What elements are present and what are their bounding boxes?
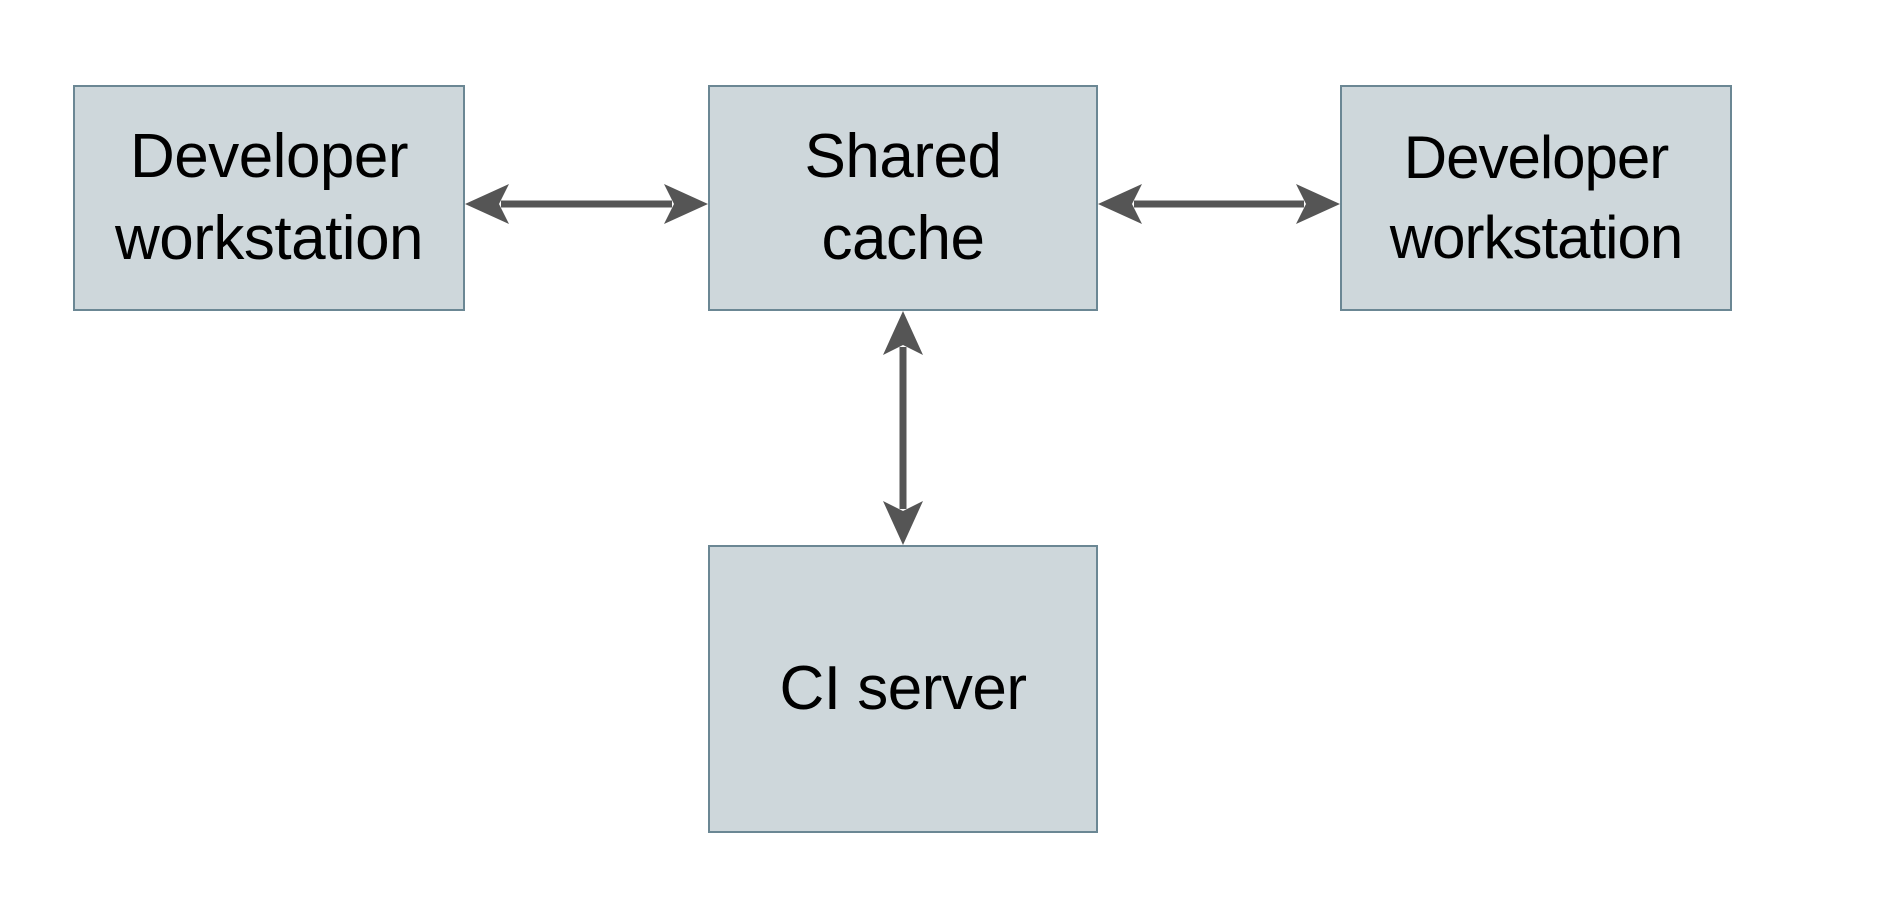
node-developer-workstation-left[interactable]: Developer workstation [73,85,465,311]
edge-shared-cache-to-ci-server[interactable] [875,311,931,545]
double-arrow-icon [465,184,708,224]
node-developer-workstation-right[interactable]: Developer workstation [1340,85,1732,311]
edge-shared-cache-to-developer-right[interactable] [1098,176,1340,232]
node-ci-server[interactable]: CI server [708,545,1098,833]
node-label: Shared cache [804,121,1002,273]
node-shared-cache[interactable]: Shared cache [708,85,1098,311]
node-label: CI server [779,653,1027,723]
double-arrow-icon [1098,184,1340,224]
node-label: Developer workstation [1389,124,1683,271]
edge-developer-left-to-shared-cache[interactable] [465,176,708,232]
double-arrow-icon [883,311,923,545]
node-label: Developer workstation [114,121,424,273]
